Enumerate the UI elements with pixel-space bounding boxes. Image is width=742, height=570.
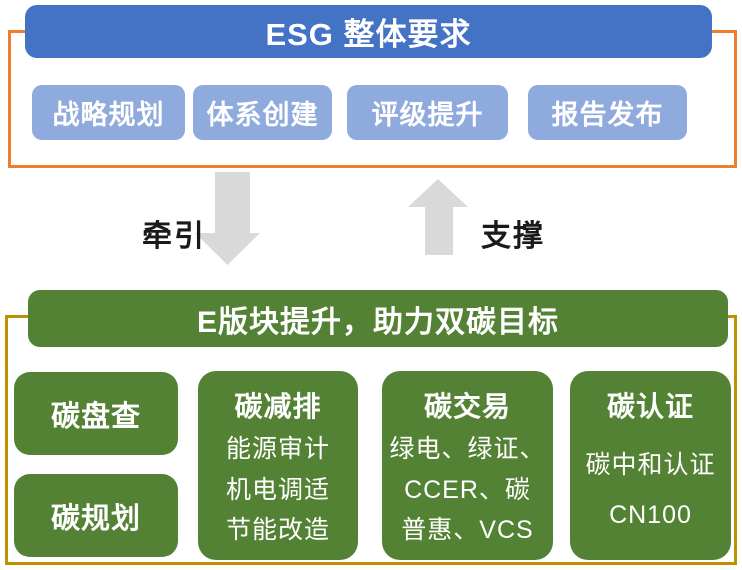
card-carbon-trading: 碳交易 绿电、绿证、 CCER、碳 普惠、VCS: [382, 371, 553, 560]
card-title: 碳减排: [234, 391, 322, 422]
card-lines: 能源审计 机电调适 节能改造: [204, 425, 352, 550]
up-arrow-label: 支撑: [481, 220, 545, 253]
pill-system-creation: 体系创建: [193, 85, 332, 140]
card-line: CCER、碳: [404, 475, 531, 504]
box-carbon-inventory: 碳盘查: [14, 372, 178, 455]
card-carbon-certification: 碳认证 碳中和认证 CN100: [570, 371, 731, 560]
card-title: 碳交易: [423, 391, 511, 422]
esg-section-title: ESG 整体要求: [265, 17, 472, 52]
card-line: 节能改造: [225, 515, 330, 544]
down-arrow-icon: [195, 172, 260, 265]
card-line: 能源审计: [225, 435, 330, 464]
esg-section-header: ESG 整体要求: [25, 5, 712, 58]
card-line: CN100: [609, 501, 692, 529]
card-lines: 绿电、绿证、 CCER、碳 普惠、VCS: [388, 425, 547, 550]
carbon-section-title: E版块提升，助力双碳目标: [196, 305, 559, 339]
pill-report-release: 报告发布: [528, 85, 687, 140]
card-line: 碳中和认证: [585, 451, 716, 479]
card-title: 碳认证: [606, 391, 694, 422]
card-lines: 碳中和认证 CN100: [576, 425, 725, 550]
carbon-section-header: E版块提升，助力双碳目标: [28, 290, 728, 347]
down-arrow-label: 牵引: [142, 220, 206, 253]
pill-strategic-planning: 战略规划: [32, 85, 185, 140]
up-arrow-icon: [408, 179, 468, 255]
card-carbon-reduction: 碳减排 能源审计 机电调适 节能改造: [198, 371, 358, 560]
pill-rating-improvement: 评级提升: [347, 85, 508, 140]
card-line: 普惠、VCS: [401, 515, 534, 544]
box-carbon-planning: 碳规划: [14, 474, 178, 557]
card-line: 机电调适: [225, 475, 330, 504]
card-line: 绿电、绿证、: [389, 435, 546, 464]
